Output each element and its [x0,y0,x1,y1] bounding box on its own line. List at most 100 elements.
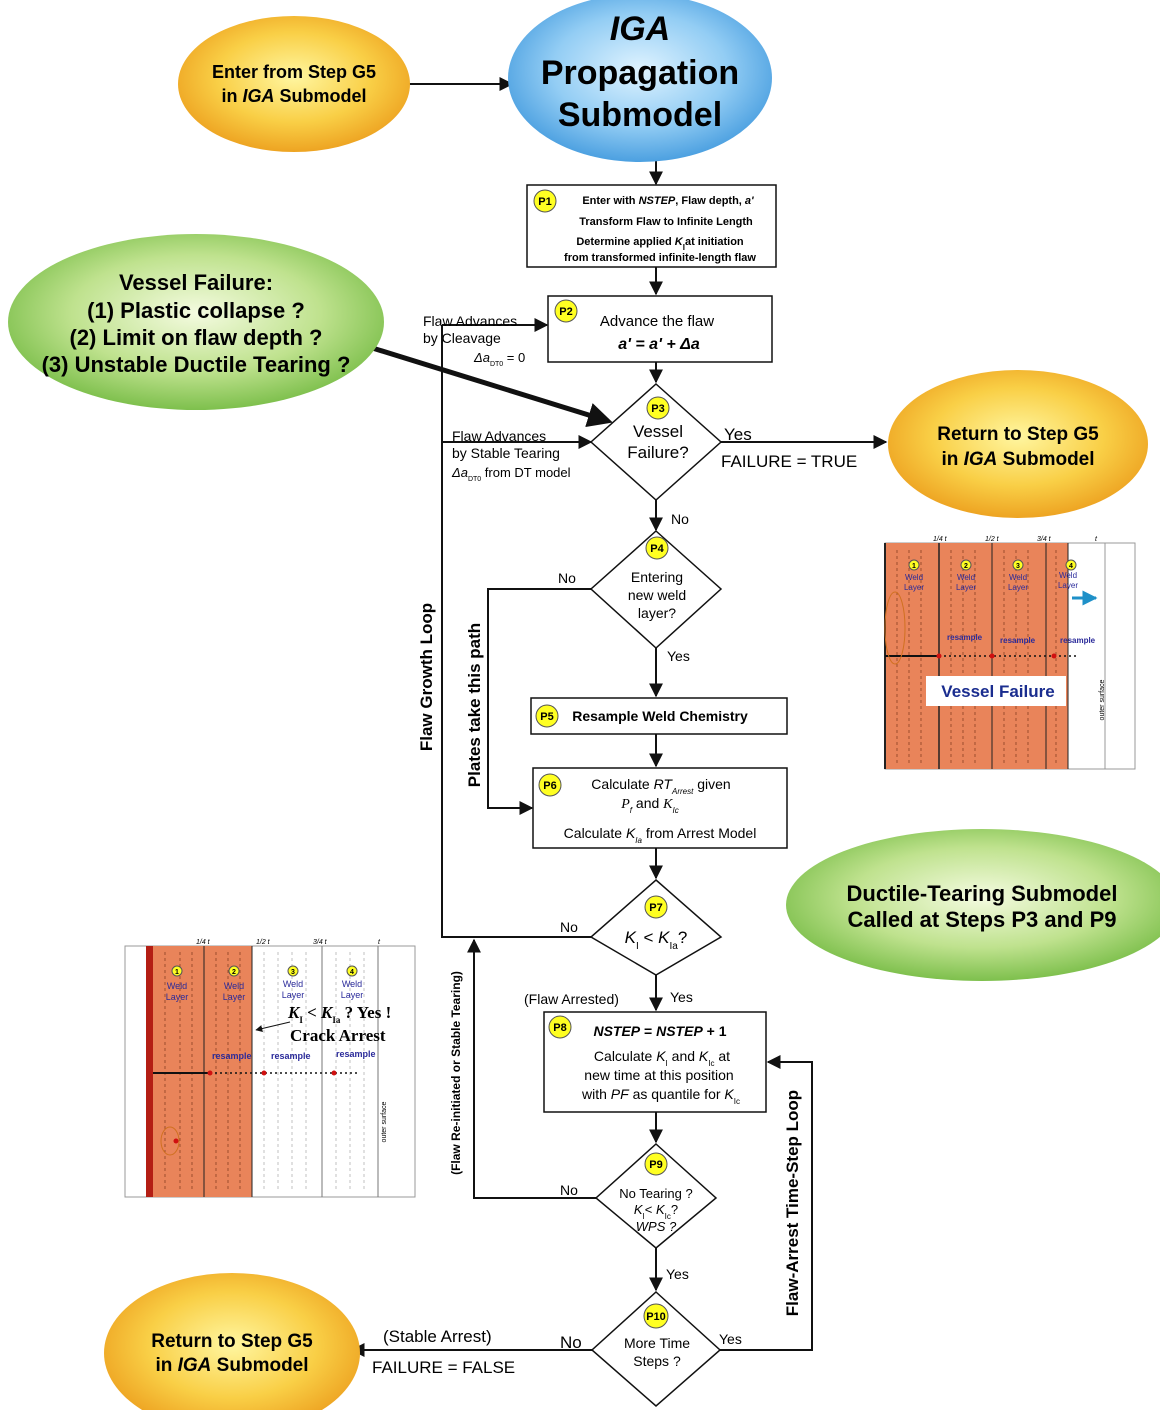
inset-a-weld1: Weld [167,981,187,991]
p9-yes-label: Yes [666,1266,689,1282]
inset-v-resample2: resample [1000,636,1036,645]
p10-line2: Steps ? [633,1353,681,1369]
p7-yes-label: Yes [670,989,693,1005]
ductile-oval: Ductile-Tearing Submodel Called at Steps… [786,829,1160,981]
plates-path-label: Plates take this path [465,623,484,787]
p3-badge: P3 [651,403,664,415]
enter-oval-line2: in IGA Submodel [221,86,366,106]
p6-line3: Calculate KIa from Arrest Model [564,825,757,845]
return-true-oval: Return to Step G5 in IGA Submodel [888,370,1148,518]
iga-oval-line3: Submodel [558,96,722,134]
ductile-line2: Called at Steps P3 and P9 [848,907,1117,932]
p9-line2: KI< KIc? [634,1202,678,1221]
p5-badge: P5 [540,711,553,723]
p9-line3: WPS ? [636,1219,677,1234]
p6-line1: Calculate RTArrest given [591,776,730,796]
step-p6: P6 Calculate RTArrest given Pf and KIc C… [532,767,788,849]
inset-v-tick3: 3/4 t [1037,536,1052,543]
p9-badge: P9 [649,1159,662,1171]
inset-a-layer4: Layer [341,990,364,1000]
inset-v-tick1: 1/4 t [933,536,948,543]
inset-v-weld3: Weld [1009,573,1027,582]
inset-v-outer: outer surface [1099,679,1106,720]
return-true-line2: in IGA Submodel [941,449,1094,470]
inset-a-weld2: Weld [224,981,244,991]
decision-p7: P7 KI < KIa? [589,879,723,976]
step-p2: P2 Advance the flaw a' = a' + Δa [547,295,773,363]
p10-no-label: No [560,1333,582,1352]
inset-a-weld4: Weld [342,979,362,989]
p8-line2: Calculate KI and KIc at [594,1048,730,1068]
decision-p9: P9 No Tearing ? KI< KIc? WPS ? [594,1142,718,1249]
connectors [350,77,888,1357]
p10-badge: P10 [646,1311,666,1323]
p6-badge: P6 [543,780,556,792]
inset-a-tick1: 1/4 t [196,939,211,946]
vessel-failure-title: Vessel Failure: [119,270,273,295]
inset-v-layer3: Layer [1008,583,1028,592]
p7-line1: KI < KIa? [625,928,688,952]
p3-yes-label: Yes [724,425,752,444]
step-p8: P8 NSTEP = NSTEP + 1 Calculate KI and KI… [543,1011,767,1113]
p4-badge: P4 [650,543,664,555]
inset-a-tick2: 1/2 t [256,939,271,946]
p1-line2: Transform Flaw to Infinite Length [579,216,753,228]
p4-line3: layer? [638,605,676,621]
inset-a-kia-text: KI < KIa ? Yes ! [287,1003,391,1025]
inset-a-layer3: Layer [282,990,305,1000]
inset-a-weld3: Weld [283,979,303,989]
inset-a-badge1: 1 [175,969,179,976]
inset-v-layer2: Layer [956,583,976,592]
inset-a-tick4: t [378,939,381,946]
time-step-loop-label: Flaw-Arrest Time-Step Loop [783,1090,802,1316]
p2-line2: a' = a' + Δa [618,336,700,353]
p4-line1: Entering [631,569,683,585]
p5-line1: Resample Weld Chemistry [572,708,748,724]
delta-dt-label: ΔaDT0 from DT model [451,465,571,483]
p8-line3: new time at this position [584,1067,733,1083]
vessel-failure-oval: Vessel Failure: (1) Plastic collapse ? (… [8,234,384,410]
step-p1: P1 Enter with NSTEP, Flaw depth, a' Tran… [526,184,777,268]
connector-labels: Flaw Advances by Cleavage ΔaDT0 = 0 Flaw… [372,313,857,1377]
inset-v-tick2: 1/2 t [985,536,1000,543]
step-p5: P5 Resample Weld Chemistry [530,697,788,735]
failure-true-label: FAILURE = TRUE [721,452,857,471]
inset-v-layer4: Layer [1058,581,1078,590]
inset-a-outer: outer surface [381,1101,388,1142]
inset-a-resample1: resample [212,1051,252,1061]
inset-v-resample1: resample [947,633,983,642]
p3-no-label: No [671,511,689,527]
p4-no-label: No [558,570,576,586]
cleavage-label-2: by Cleavage [423,330,501,346]
p2-line1: Advance the flaw [600,313,714,330]
inset-a-badge4: 4 [350,969,354,976]
p1-line4: from transformed infinite-length flaw [564,252,756,264]
inset-v-tick4: t [1095,536,1098,543]
delta-dt0-label: ΔaDT0 = 0 [473,350,525,368]
inset-crack-arrest: 1/4 t 1/2 t 3/4 t t 1 2 3 4 Weld Layer W… [124,939,416,1198]
inset-v-resample3: resample [1060,636,1096,645]
iga-oval-line1: IGA [610,10,670,48]
reinitiated-label: (Flaw Re-initiated or Stable Tearing) [449,971,463,1175]
cleavage-label-1: Flaw Advances [423,313,517,329]
decision-p10: P10 More Time Steps ? [590,1290,722,1407]
inset-a-resample3: resample [336,1049,376,1059]
iga-oval: IGA Propagation Submodel [508,0,772,162]
tearing-label-2: by Stable Tearing [452,445,560,461]
inset-v-weld4: Weld [1059,571,1077,580]
flaw-arrested-label: (Flaw Arrested) [524,991,619,1007]
p4-line2: new weld [628,587,686,603]
inset-a-badge3: 3 [291,969,295,976]
p3-line2: Failure? [627,443,688,462]
inset-v-caption: Vessel Failure [941,682,1054,701]
p4-yes-label: Yes [667,648,690,664]
return-false-line1: Return to Step G5 [151,1331,313,1352]
p9-no-label: No [560,1182,578,1198]
p1-line3: Determine applied KIat initiation [576,236,744,252]
inset-a-crack-arrest: Crack Arrest [290,1026,386,1045]
inset-vessel-failure: 1/4 t 1/2 t 3/4 t t 1 2 3 4 Weld Layer W… [884,536,1136,770]
p10-line1: More Time [624,1335,690,1351]
inset-a-layer1: Layer [166,992,189,1002]
p2-badge: P2 [559,306,572,318]
